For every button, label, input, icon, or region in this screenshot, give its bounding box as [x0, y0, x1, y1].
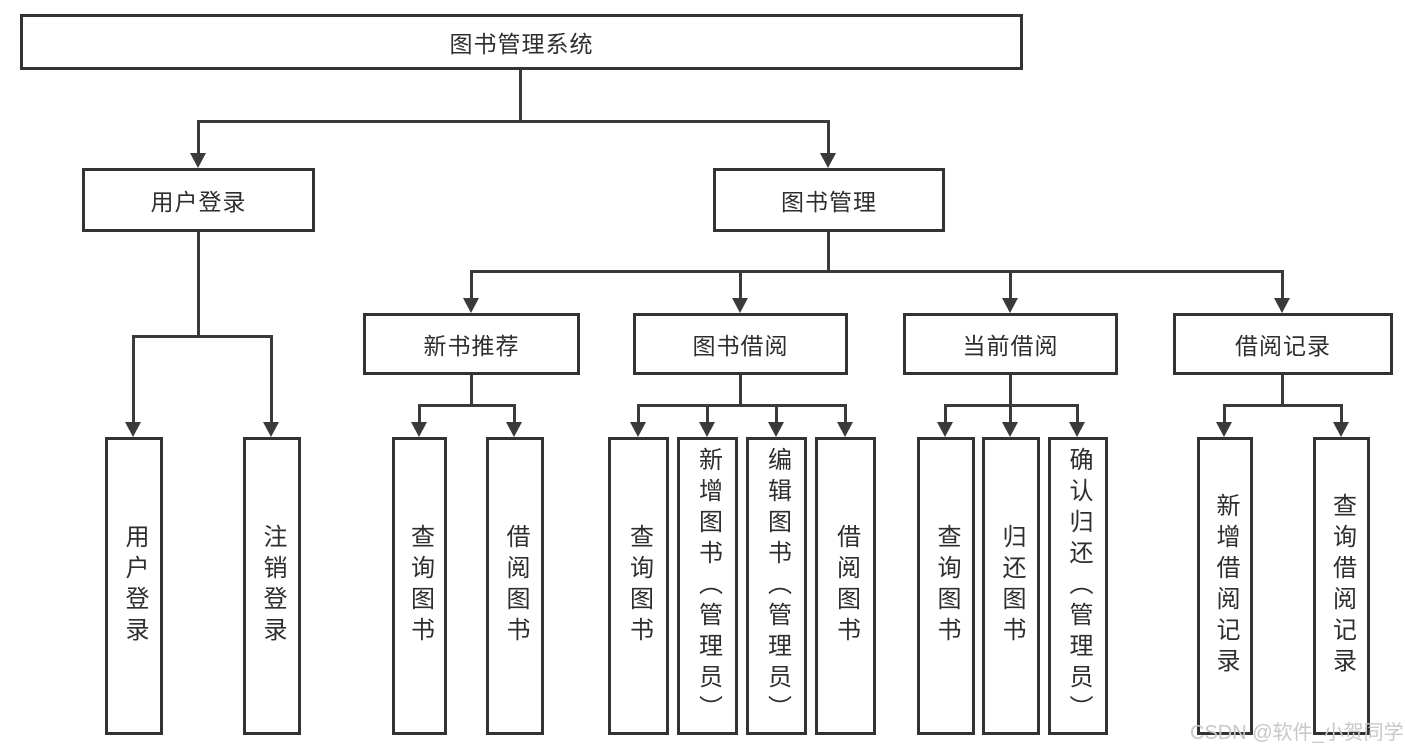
- arrow-to-new-book-recommend: [463, 270, 479, 313]
- arrow-to-current-borrow: [1002, 270, 1018, 313]
- arrow-current-return: [1002, 404, 1018, 437]
- leaf-borrow-borrow-book: 借阅图书: [815, 437, 876, 735]
- leaf-user-login: 用户登录: [105, 437, 163, 735]
- arrow-borrow-edit: [768, 404, 784, 437]
- arrow-borrow-query: [630, 404, 646, 437]
- node-book-management: 图书管理: [713, 168, 945, 232]
- node-label: 用户登录: [150, 189, 247, 215]
- connector-root-stem: [519, 70, 522, 120]
- node-borrow-records: 借阅记录: [1173, 313, 1393, 375]
- leaf-label: 查询图书: [933, 524, 960, 648]
- arrow-to-user-login: [190, 120, 206, 168]
- leaf-label: 借阅图书: [502, 524, 529, 648]
- connector-user-login-rail: [132, 335, 273, 338]
- arrow-current-query: [937, 404, 953, 437]
- node-user-login: 用户登录: [82, 168, 315, 232]
- arrow-to-borrow-records: [1274, 270, 1290, 313]
- node-label: 图书借阅: [692, 333, 789, 359]
- leaf-current-confirm-return-admin: 确认归还（管理员）: [1048, 437, 1108, 735]
- node-label: 借阅记录: [1235, 333, 1331, 359]
- node-label: 图书管理: [781, 189, 877, 215]
- leaf-label: 编辑图书（管理员）: [763, 446, 791, 726]
- arrow-current-confirm: [1069, 404, 1085, 437]
- node-current-borrow: 当前借阅: [903, 313, 1118, 375]
- leaf-label: 新增借阅记录: [1212, 493, 1239, 679]
- node-label: 当前借阅: [962, 333, 1059, 359]
- node-new-book-recommend: 新书推荐: [363, 313, 580, 375]
- arrow-to-logout-leaf: [263, 335, 279, 437]
- arrow-to-book-management: [820, 120, 836, 168]
- node-label: 新书推荐: [423, 333, 520, 359]
- arrow-to-user-login-leaf: [125, 335, 141, 437]
- leaf-logout: 注销登录: [243, 437, 301, 735]
- leaf-newbook-query-book: 查询图书: [392, 437, 447, 735]
- leaf-label: 用户登录: [121, 524, 148, 648]
- arrow-newbook-borrow: [506, 404, 522, 437]
- connector-borrow-records-stem: [1281, 375, 1284, 407]
- leaf-current-query-book: 查询图书: [917, 437, 975, 735]
- leaf-label: 查询图书: [406, 524, 434, 648]
- connector-borrow-records-rail: [1223, 404, 1343, 407]
- connector-new-book-rail: [418, 404, 516, 407]
- leaf-label: 新增图书（管理员）: [694, 446, 722, 726]
- leaf-borrow-add-book-admin: 新增图书（管理员）: [677, 437, 738, 735]
- connector-book-management-stem: [827, 232, 830, 270]
- connector-book-management-rail: [470, 270, 1283, 273]
- leaf-label: 查询借阅记录: [1328, 493, 1356, 679]
- leaf-current-return-book: 归还图书: [982, 437, 1040, 735]
- leaf-label: 确认归还（管理员）: [1065, 446, 1092, 726]
- arrow-to-book-borrow: [732, 270, 748, 313]
- leaf-borrow-query-book: 查询图书: [608, 437, 669, 735]
- connector-book-borrow-stem: [739, 375, 742, 407]
- leaf-label: 注销登录: [259, 524, 286, 648]
- leaf-label: 查询图书: [625, 524, 653, 648]
- connector-root-rail: [197, 120, 830, 123]
- connector-user-login-stem: [197, 232, 200, 335]
- csdn-watermark: CSDN @软件_小贺同学: [1190, 722, 1404, 744]
- leaf-label: 归还图书: [998, 524, 1025, 648]
- connector-book-borrow-rail: [637, 404, 847, 407]
- leaf-newbook-borrow-book: 借阅图书: [486, 437, 544, 735]
- connector-current-borrow-stem: [1009, 375, 1012, 407]
- node-label: 图书管理系统: [449, 31, 594, 57]
- connector-new-book-stem: [470, 375, 473, 407]
- arrow-newbook-query: [411, 404, 427, 437]
- arrow-borrow-borrow: [837, 404, 853, 437]
- arrow-records-query: [1333, 404, 1349, 437]
- node-book-borrow: 图书借阅: [633, 313, 848, 375]
- node-library-management-system: 图书管理系统: [20, 14, 1023, 70]
- leaf-records-add-record: 新增借阅记录: [1197, 437, 1253, 735]
- arrow-borrow-add: [699, 404, 715, 437]
- arrow-records-add: [1216, 404, 1232, 437]
- leaf-records-query-record: 查询借阅记录: [1313, 437, 1370, 735]
- leaf-label: 借阅图书: [832, 524, 860, 648]
- leaf-borrow-edit-book-admin: 编辑图书（管理员）: [746, 437, 807, 735]
